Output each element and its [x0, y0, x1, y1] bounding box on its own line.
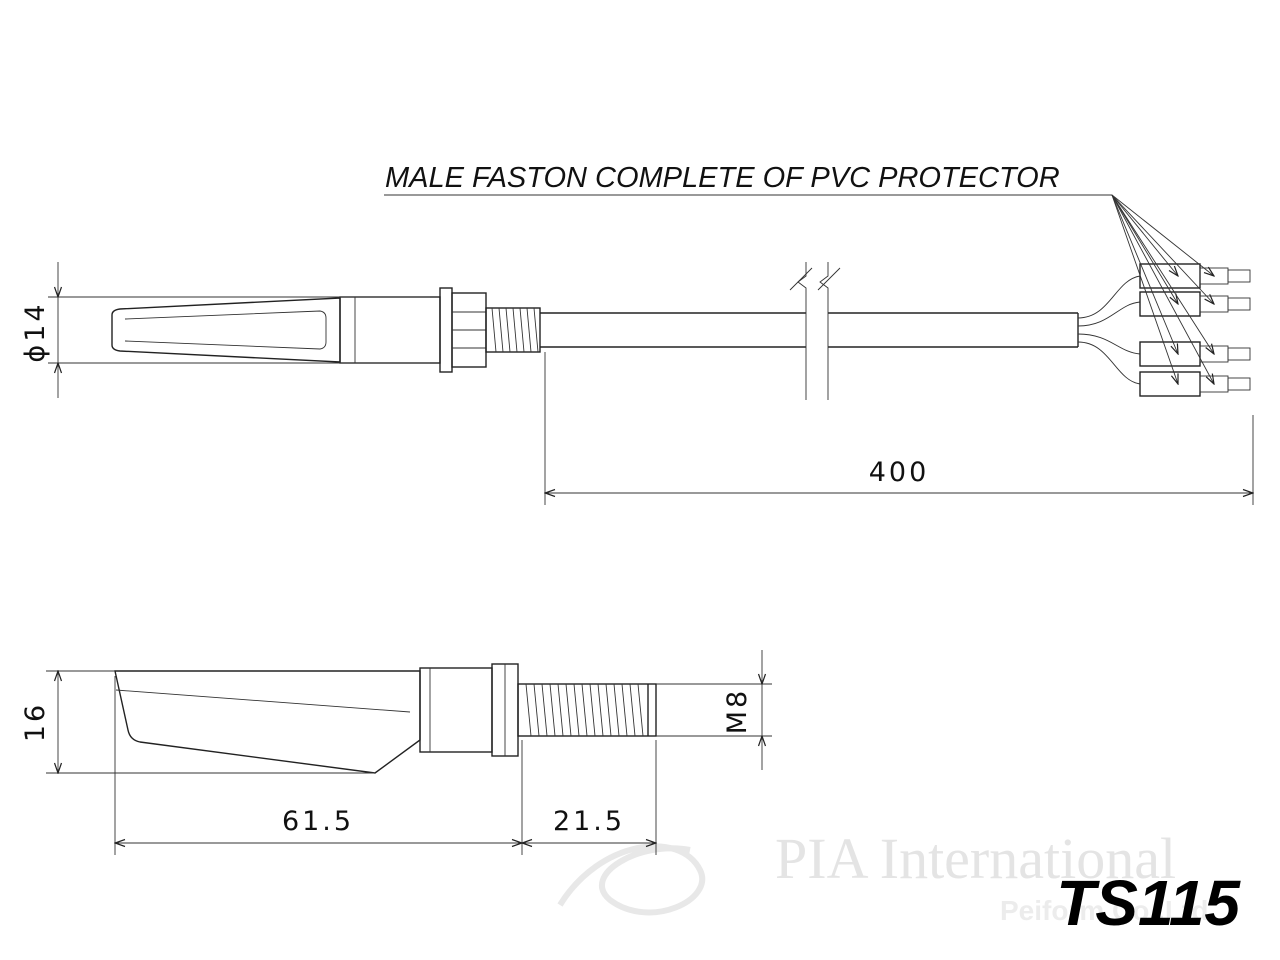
- faston-connector: [1139, 263, 1251, 289]
- faston-note: MALE FASTON COMPLETE OF PVC PROTECTOR: [385, 162, 1060, 194]
- thread-length-label: 21.5: [553, 806, 625, 837]
- cable-length-dimension: 400: [545, 352, 1253, 505]
- faston-connector: [1139, 341, 1251, 367]
- watermark-logo-icon: [557, 843, 706, 916]
- watermark-text: PIA International: [775, 826, 1176, 891]
- faston-leader-lines: [384, 194, 1214, 384]
- thread-size-dimension: M8: [656, 650, 772, 770]
- diameter-label: ϕ14: [20, 301, 51, 362]
- side-view: 16 61.5 21.5 M8: [20, 650, 772, 855]
- top-view: MALE FASTON COMPLETE OF PVC PROTECTOR ϕ1…: [20, 162, 1253, 505]
- cable-break-symbol: [789, 262, 841, 400]
- body-length-dimension: 61.5: [115, 676, 522, 855]
- height-dimension: 16: [20, 671, 375, 773]
- height-label: 16: [20, 702, 51, 742]
- watermark: PIA International Peiform Co.,Ltd.: [557, 826, 1216, 926]
- diameter-dimension: ϕ14: [20, 262, 430, 398]
- side-housing: [419, 667, 493, 753]
- watermark-subtext: Peiform Co.,Ltd.: [1000, 895, 1216, 926]
- lens-body: [111, 297, 341, 363]
- body-length-label: 61.5: [282, 806, 354, 837]
- faston-connector: [1139, 371, 1251, 397]
- thread-length-dimension: 21.5: [522, 740, 656, 855]
- thread-size-label: M8: [722, 688, 753, 734]
- washer: [439, 287, 453, 373]
- cable-length-label: 400: [869, 457, 930, 488]
- faston-connector: [1139, 291, 1251, 317]
- lens-wedge: [114, 670, 421, 774]
- model-code: TS115: [1056, 867, 1241, 939]
- wires: [1077, 275, 1141, 385]
